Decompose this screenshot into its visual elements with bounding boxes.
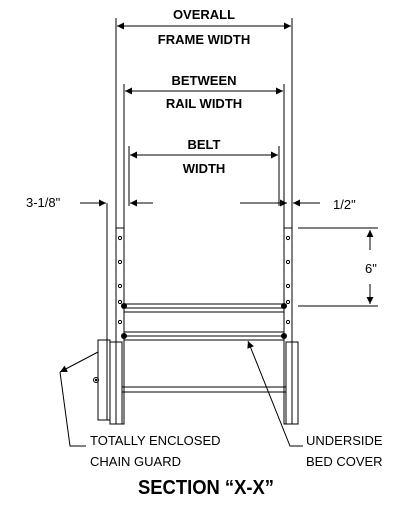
bed-cover-label-line1: UNDERSIDE xyxy=(306,433,383,448)
chain-guard xyxy=(93,339,111,421)
right-frame-rail xyxy=(283,227,293,425)
belt-bed-assembly xyxy=(124,303,284,341)
callout-leaders xyxy=(59,340,303,447)
height-label: 6" xyxy=(365,261,377,276)
height-dimension xyxy=(298,227,378,307)
width-label: WIDTH xyxy=(182,161,226,176)
chain-guard-label-line1: TOTALLY ENCLOSED xyxy=(90,433,221,448)
right-offset-label: 1/2" xyxy=(333,197,356,212)
overall-frame-width-dimension xyxy=(115,18,293,228)
overall-label: OVERALL xyxy=(172,7,236,22)
left-offset-dimension xyxy=(80,199,153,420)
bearing-dots xyxy=(94,303,287,382)
section-title: SECTION “X-X” xyxy=(138,477,274,499)
belt-label: BELT xyxy=(187,137,221,152)
belt-width-dimension xyxy=(128,146,280,206)
left-offset-label: 3-1/8" xyxy=(26,195,61,210)
between-label: BETWEEN xyxy=(171,73,237,88)
chain-guard-label-line2: CHAIN GUARD xyxy=(90,454,182,469)
bed-cover-label-line2: BED COVER xyxy=(306,454,383,469)
support-legs xyxy=(109,341,299,425)
frame-width-label: FRAME WIDTH xyxy=(157,32,251,47)
rail-width-label: RAIL WIDTH xyxy=(165,96,243,111)
left-frame-rail xyxy=(115,227,125,425)
